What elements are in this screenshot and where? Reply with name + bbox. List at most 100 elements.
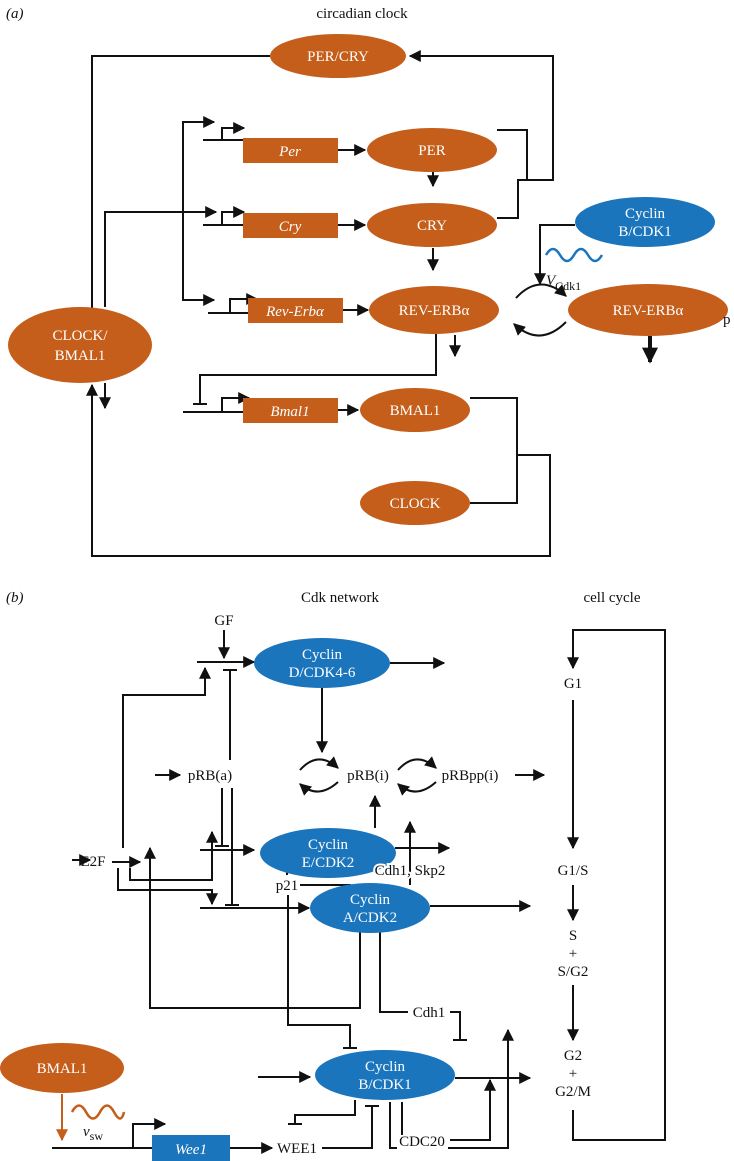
prb-inhibits-cyca: [225, 788, 239, 906]
svg-text:A/CDK2: A/CDK2: [343, 910, 397, 926]
panel-a-edges: [86, 50, 658, 557]
panel-b-title: Cdk network: [301, 590, 379, 606]
panel-b-label: (b): [6, 590, 24, 606]
svg-text:Cyclin: Cyclin: [365, 1059, 405, 1075]
prbpp-i: pRBpp(i): [442, 768, 499, 784]
svg-text:CLOCK/: CLOCK/: [52, 328, 108, 344]
e2f: E2F: [80, 854, 105, 870]
prb-cycle-1: [299, 756, 339, 771]
prb-cycle-4: [397, 781, 437, 796]
gene-cry: Cry: [243, 213, 338, 238]
rate-vcdk1: VCdk1: [546, 273, 581, 293]
prb-a: pRB(a): [188, 768, 232, 784]
node-per: PER: [367, 128, 497, 172]
svg-text:D/CDK4-6: D/CDK4-6: [289, 665, 356, 681]
cry-to-per-cry: [497, 179, 527, 219]
panel-a-title: circadian clock: [316, 6, 408, 22]
svg-text:PER: PER: [418, 143, 446, 159]
svg-text:REV-ERBα: REV-ERBα: [613, 303, 684, 319]
e2f-to-cyca: [117, 868, 218, 906]
clock-to-rev: [182, 212, 216, 306]
rev-inhibits-bmal1: [193, 334, 437, 405]
bmal1-clock-complex: [92, 385, 551, 557]
svg-text:Per: Per: [278, 144, 301, 160]
p21-inhibits-cycb: [287, 895, 357, 1049]
cell-cycle-title: cell cycle: [583, 590, 640, 606]
wee1-protein: WEE1: [277, 1141, 317, 1157]
gene-rev-erb: Rev-Erbα: [248, 298, 343, 323]
svg-text:Cyclin: Cyclin: [302, 647, 342, 663]
svg-text:BMAL1: BMAL1: [55, 348, 106, 364]
panel-b-edges: [52, 629, 666, 1154]
oscillation-wave-icon: [544, 247, 604, 263]
panel-a: (a) circadian clock: [6, 6, 731, 557]
wee1-inhibits-cycb: [322, 1105, 379, 1149]
phase-g1s: G1/S: [558, 863, 589, 879]
svg-text:E/CDK2: E/CDK2: [302, 855, 355, 871]
oscillation-wave-icon: [70, 1104, 126, 1120]
svg-text:B/CDK1: B/CDK1: [358, 1077, 411, 1093]
node-per-cry: PER/CRY: [270, 34, 406, 78]
gene-per: Per: [243, 138, 338, 163]
per-promoter: [203, 128, 244, 141]
gf-label: GF: [214, 613, 233, 629]
svg-text:PER/CRY: PER/CRY: [307, 49, 369, 65]
svg-text:Cyclin: Cyclin: [308, 837, 348, 853]
prb-cycle-2: [299, 781, 339, 796]
svg-text:B/CDK1: B/CDK1: [618, 224, 671, 240]
node-rev-erb-p: REV-ERBα p: [568, 284, 731, 336]
phase-g2m: G2/M: [555, 1084, 591, 1100]
cdh1-label: Cdh1: [413, 1005, 446, 1021]
svg-text:Rev-Erbα: Rev-Erbα: [265, 304, 325, 320]
g2m-to-g1: [567, 629, 666, 1141]
cdc20: CDC20: [399, 1134, 445, 1150]
phase-g1: G1: [564, 676, 582, 692]
phase-plus: +: [569, 946, 577, 962]
gene-bmal1: Bmal1: [243, 398, 338, 423]
node-bmal1: BMAL1: [360, 388, 470, 432]
svg-text:Cyclin: Cyclin: [625, 206, 665, 222]
svg-text:BMAL1: BMAL1: [37, 1061, 88, 1077]
prb-inhibits-cycd: [223, 669, 237, 760]
cyca-cdh1-cycb: [379, 932, 467, 1041]
cycb-inhibits-wee1: [288, 1100, 356, 1125]
clock-to-per: [182, 116, 216, 212]
cyca-inhibits-e2f: [144, 846, 361, 1009]
rate-vsw: vsw: [83, 1124, 103, 1143]
e2f-to-cycd: [122, 666, 211, 848]
panel-a-label: (a): [6, 6, 24, 22]
prb-inhibits-cyce: [215, 788, 229, 847]
phase-sg2: S/G2: [558, 964, 589, 980]
svg-text:BMAL1: BMAL1: [390, 403, 441, 419]
cell-cycle-phases: G1 G1/S S + S/G2 G2 + G2/M: [555, 676, 591, 1100]
cycb-to-cdc20: [389, 1102, 397, 1149]
wee1-promoter: [52, 1124, 165, 1149]
prb-cycle-3: [397, 756, 437, 771]
gene-wee1: Wee1: [152, 1135, 230, 1161]
node-clock-bmal1: CLOCK/BMAL1: [8, 307, 152, 383]
cdk1-to-rev: [534, 224, 575, 286]
node-cry: CRY: [367, 203, 497, 247]
inhibit-per-cry-to-clock: [86, 55, 270, 313]
phase-plus: +: [569, 1066, 577, 1082]
node-rev-erb: REV-ERBα: [369, 286, 499, 334]
svg-text:Wee1: Wee1: [175, 1142, 207, 1158]
bmal1-promoter: [183, 398, 249, 413]
svg-text:REV-ERBα: REV-ERBα: [399, 303, 470, 319]
cdc20-to-g2: [450, 1078, 496, 1141]
cdc20-up: [448, 1028, 514, 1149]
svg-text:p: p: [723, 312, 731, 328]
per-to-per-cry: [408, 50, 554, 181]
p21: p21: [276, 878, 299, 894]
node-clock: CLOCK: [360, 481, 470, 525]
clock-to-cry: [104, 206, 218, 307]
prb-i: pRB(i): [347, 768, 389, 784]
svg-text:CRY: CRY: [417, 218, 447, 234]
node-bmal1-b: BMAL1: [0, 1043, 124, 1093]
